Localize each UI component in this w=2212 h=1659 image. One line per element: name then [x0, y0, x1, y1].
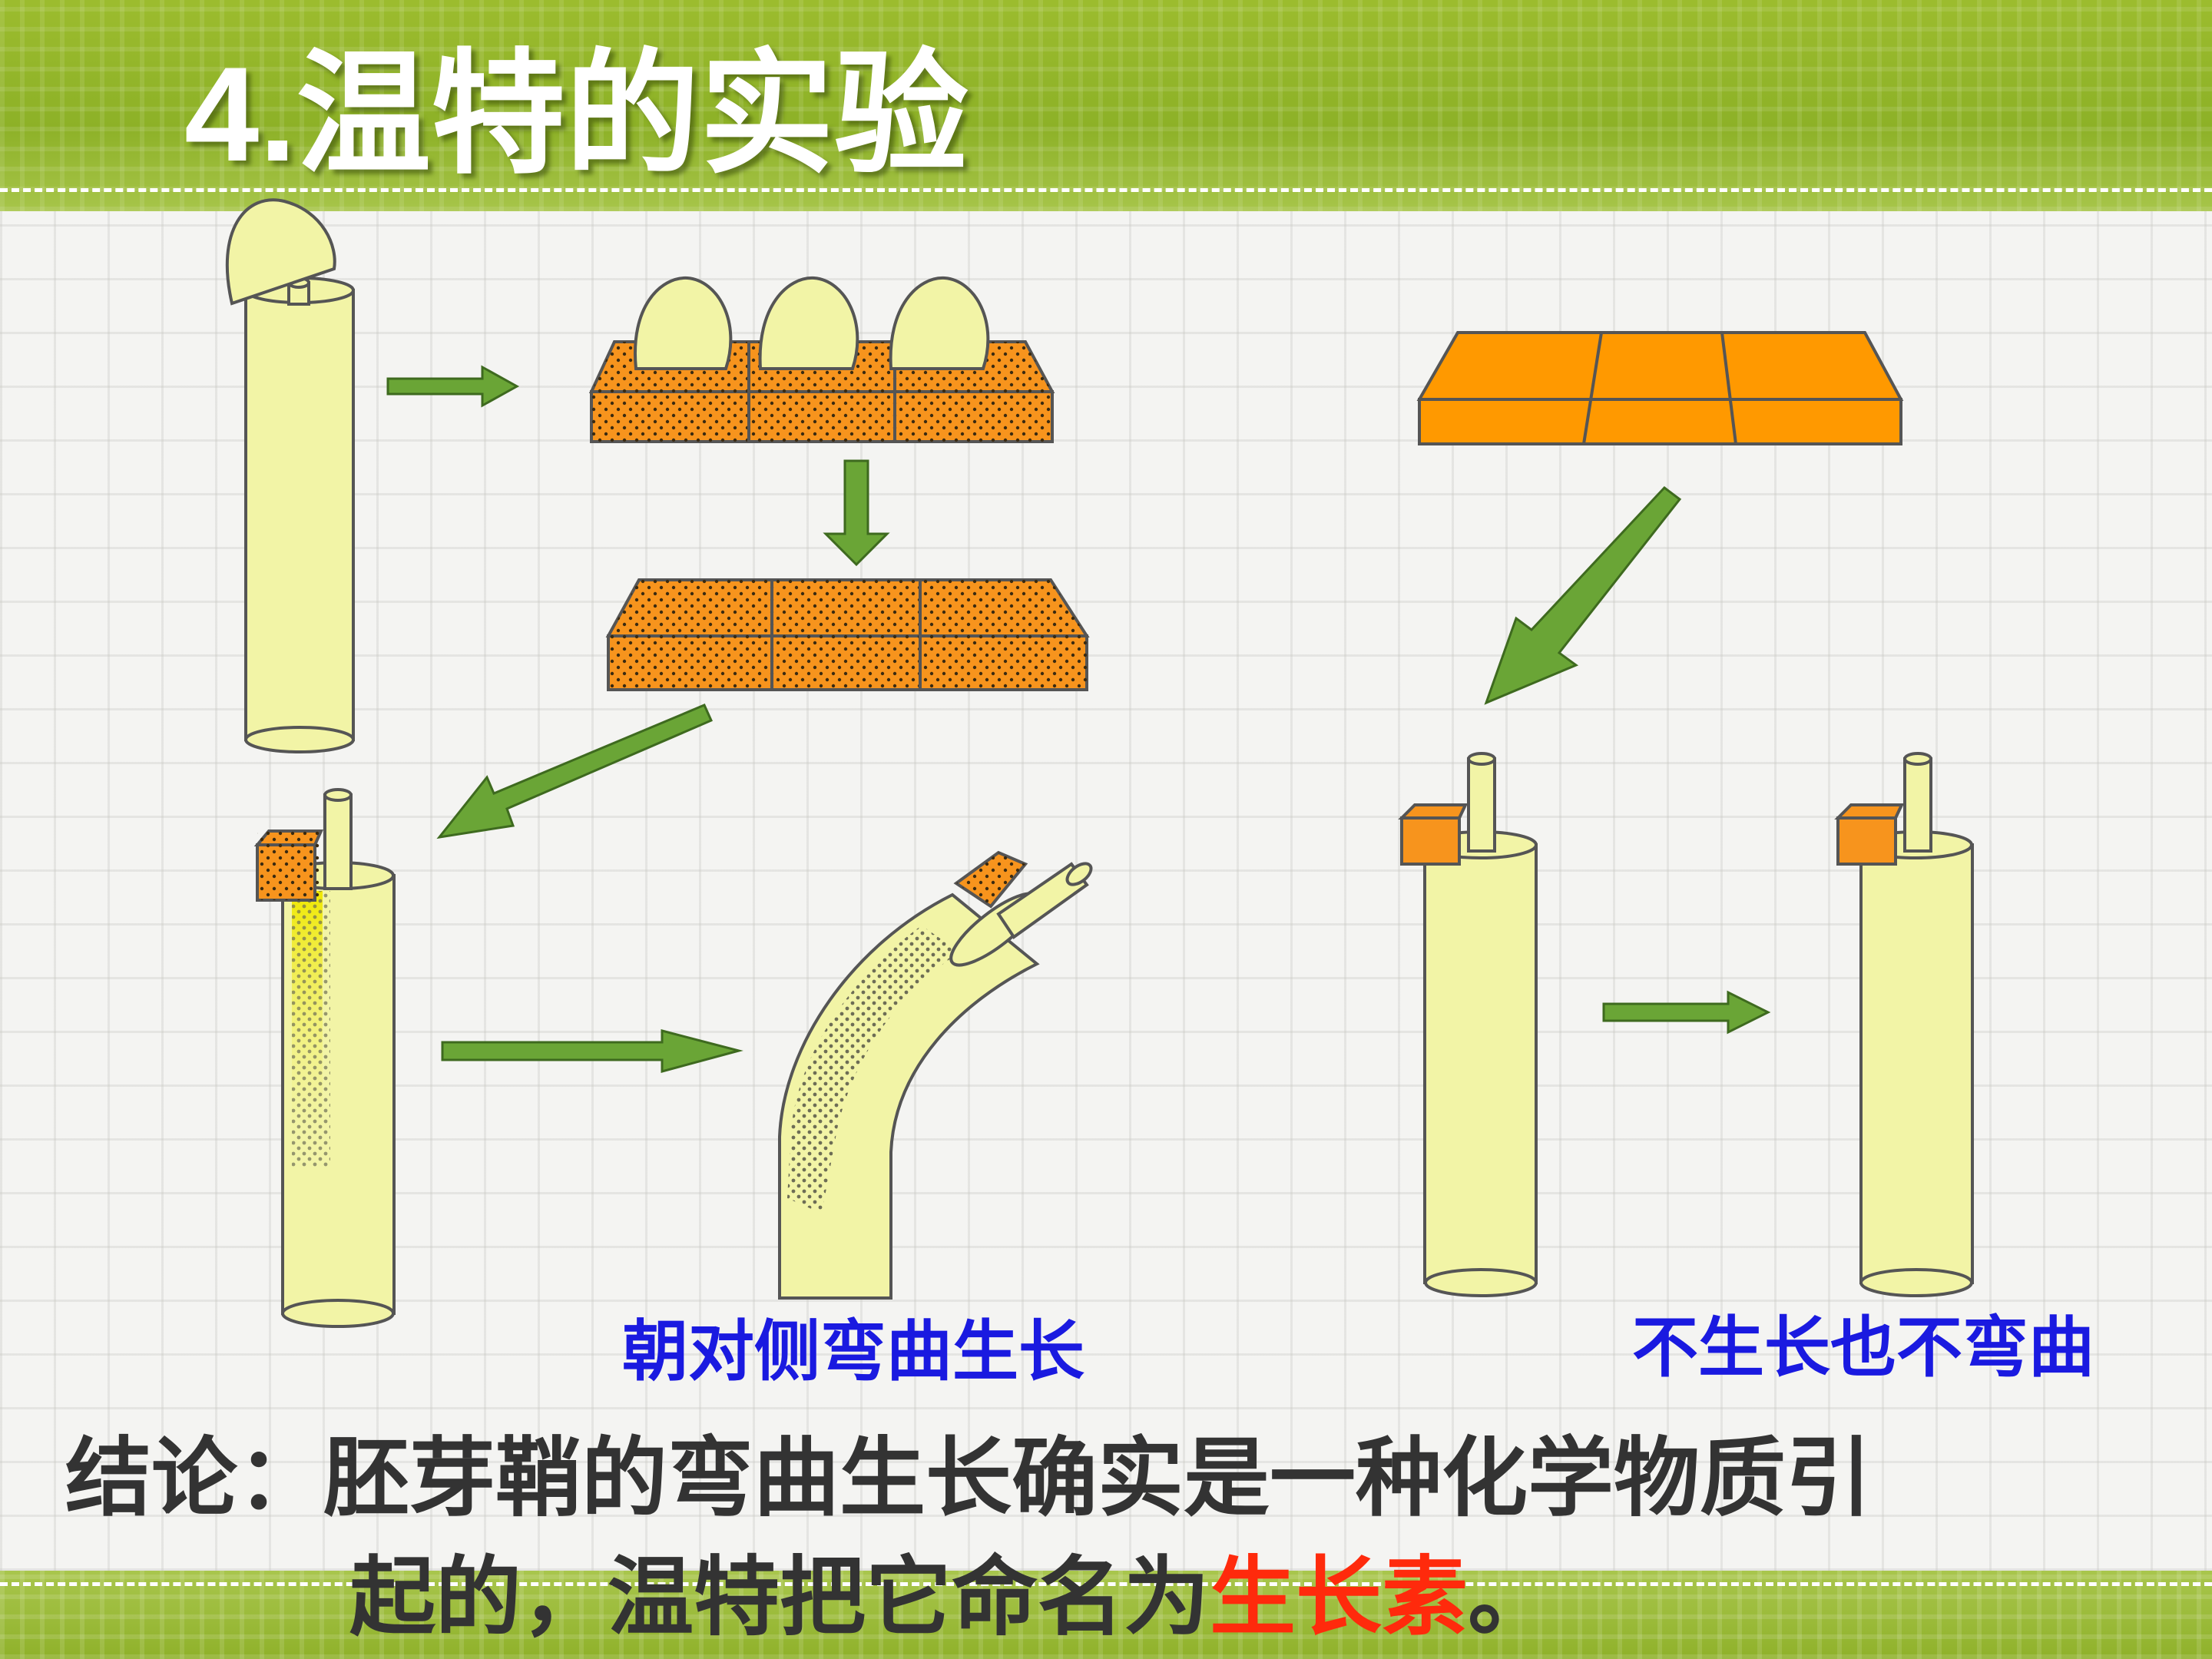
bent-coleoptile — [778, 850, 1093, 1300]
top-banner — [0, 0, 2212, 211]
treated-agar-block — [605, 578, 1090, 691]
conclusion-period: 。 — [1468, 1548, 1554, 1647]
bottom-dashed-divider — [0, 1582, 2212, 1586]
slide-title: 4.温特的实验 — [184, 40, 969, 190]
caption-bends-opposite-side: 朝对侧弯曲生长 — [622, 1313, 1084, 1390]
coleoptile-tip-removed — [225, 198, 355, 753]
auxin-term: 生长素 — [1210, 1548, 1468, 1647]
arrow-down-left-2 — [1484, 485, 1682, 705]
coleoptile-no-growth — [1834, 752, 1974, 1297]
coleoptile-with-plain-block — [1398, 752, 1538, 1297]
arrow-right-1 — [386, 365, 520, 408]
arrow-down-left-1 — [436, 704, 713, 839]
arrow-right-3 — [1602, 990, 1771, 1035]
tips-on-agar-block — [588, 276, 1055, 443]
conclusion-line-2: 起的，温特把它命名为生长素。 — [349, 1544, 1554, 1651]
arrow-down-1 — [823, 459, 890, 567]
coleoptile-with-treated-block — [253, 788, 396, 1328]
caption-no-growth-no-bending: 不生长也不弯曲 — [1632, 1310, 2094, 1386]
conclusion-text: 起的，温特把它命名为 — [349, 1548, 1210, 1647]
arrow-right-2 — [441, 1029, 743, 1073]
conclusion-line-1: 结论：胚芽鞘的弯曲生长确实是一种化学物质引 — [65, 1429, 1872, 1528]
top-dashed-divider — [0, 188, 2212, 192]
plain-agar-block — [1416, 331, 1904, 445]
